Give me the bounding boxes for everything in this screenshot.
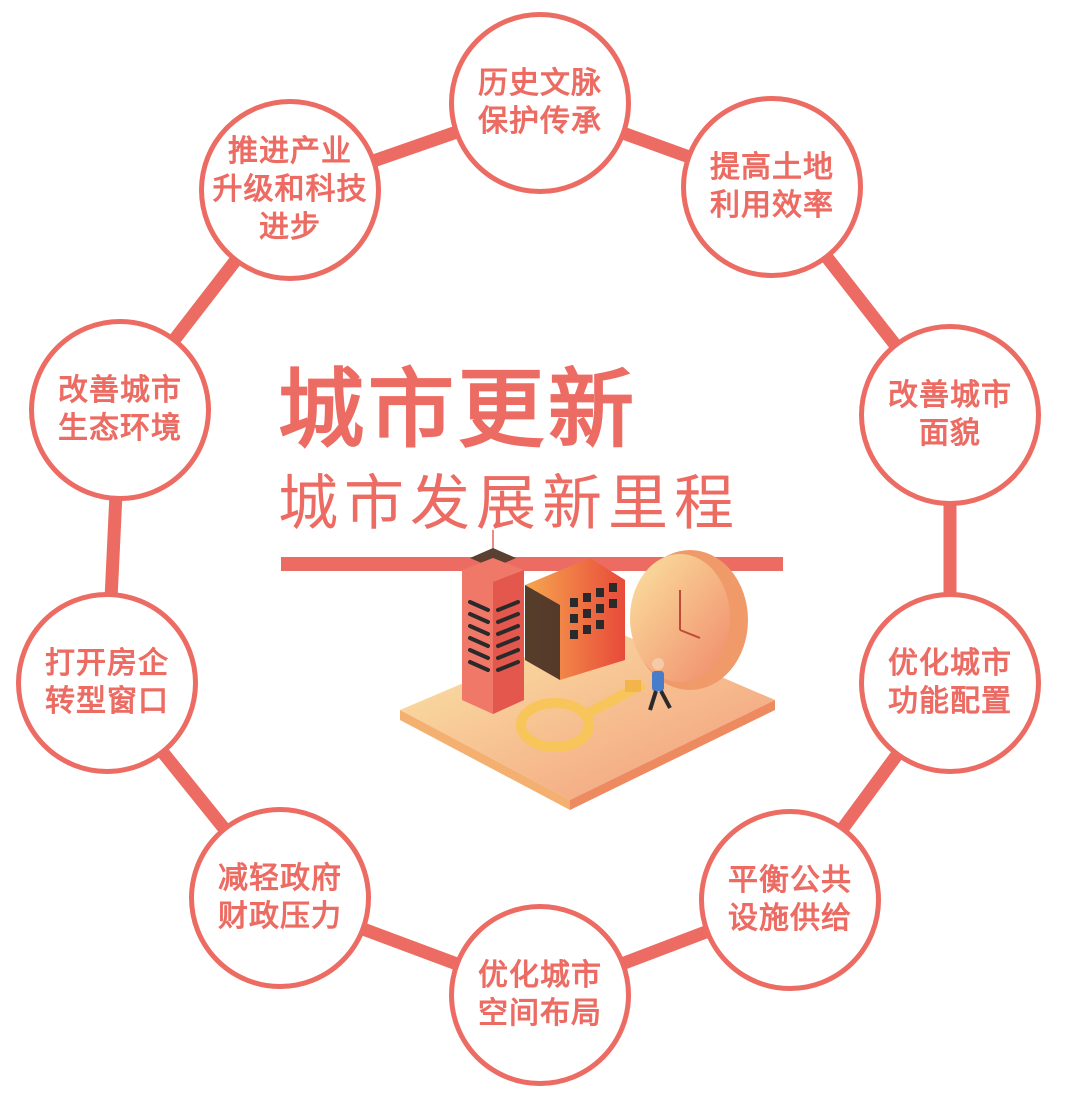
node-developer-transition: 打开房企 转型窗口 xyxy=(16,592,198,774)
clock-icon xyxy=(630,550,748,690)
node-text-line: 设施供给 xyxy=(728,901,852,936)
node-text-line: 转型窗口 xyxy=(45,684,169,719)
node-text-line: 历史文脉 xyxy=(478,66,602,101)
node-text-line: 改善城市 xyxy=(888,378,1012,413)
node-text-line: 推进产业 xyxy=(228,134,352,169)
node-text-line: 进步 xyxy=(259,210,321,245)
node-text-line: 减轻政府 xyxy=(218,861,342,896)
node-text-line: 打开房企 xyxy=(45,646,169,681)
office-building xyxy=(525,558,625,680)
node-function-allocation: 优化城市 功能配置 xyxy=(859,592,1041,774)
node-text-line: 保护传承 xyxy=(478,104,602,139)
node-public-facilities: 平衡公共 设施供给 xyxy=(699,809,881,991)
node-text-line: 面貌 xyxy=(919,416,981,451)
businessman-figure xyxy=(648,658,672,711)
node-text-line: 优化城市 xyxy=(478,958,602,993)
node-text-line: 优化城市 xyxy=(888,646,1012,681)
node-text-line: 生态环境 xyxy=(58,411,182,446)
page-subtitle: 城市发展新里程 xyxy=(278,469,740,539)
node-text-line: 改善城市 xyxy=(58,373,182,408)
node-fiscal-pressure: 减轻政府 财政压力 xyxy=(189,807,371,989)
city-renewal-illustration xyxy=(400,530,775,810)
node-text-line: 利用效率 xyxy=(710,188,834,223)
node-text-line: 功能配置 xyxy=(888,684,1012,719)
node-text-line: 空间布局 xyxy=(478,996,602,1031)
node-spatial-layout: 优化城市 空间布局 xyxy=(449,904,631,1086)
node-text-line: 升级和科技 xyxy=(212,172,368,207)
node-city-appearance: 改善城市 面貌 xyxy=(859,324,1041,506)
node-history-heritage: 历史文脉 保护传承 xyxy=(449,12,631,194)
skyscraper xyxy=(462,530,524,714)
node-text-line: 平衡公共 xyxy=(728,863,852,898)
node-ecological-environment: 改善城市 生态环境 xyxy=(29,319,211,501)
node-land-efficiency: 提高土地 利用效率 xyxy=(681,96,863,278)
node-industry-upgrade: 推进产业 升级和科技 进步 xyxy=(199,99,381,281)
node-text-line: 提高土地 xyxy=(710,150,834,185)
page-title: 城市更新 xyxy=(278,360,638,460)
key-icon xyxy=(516,680,646,752)
node-text-line: 财政压力 xyxy=(218,899,342,934)
